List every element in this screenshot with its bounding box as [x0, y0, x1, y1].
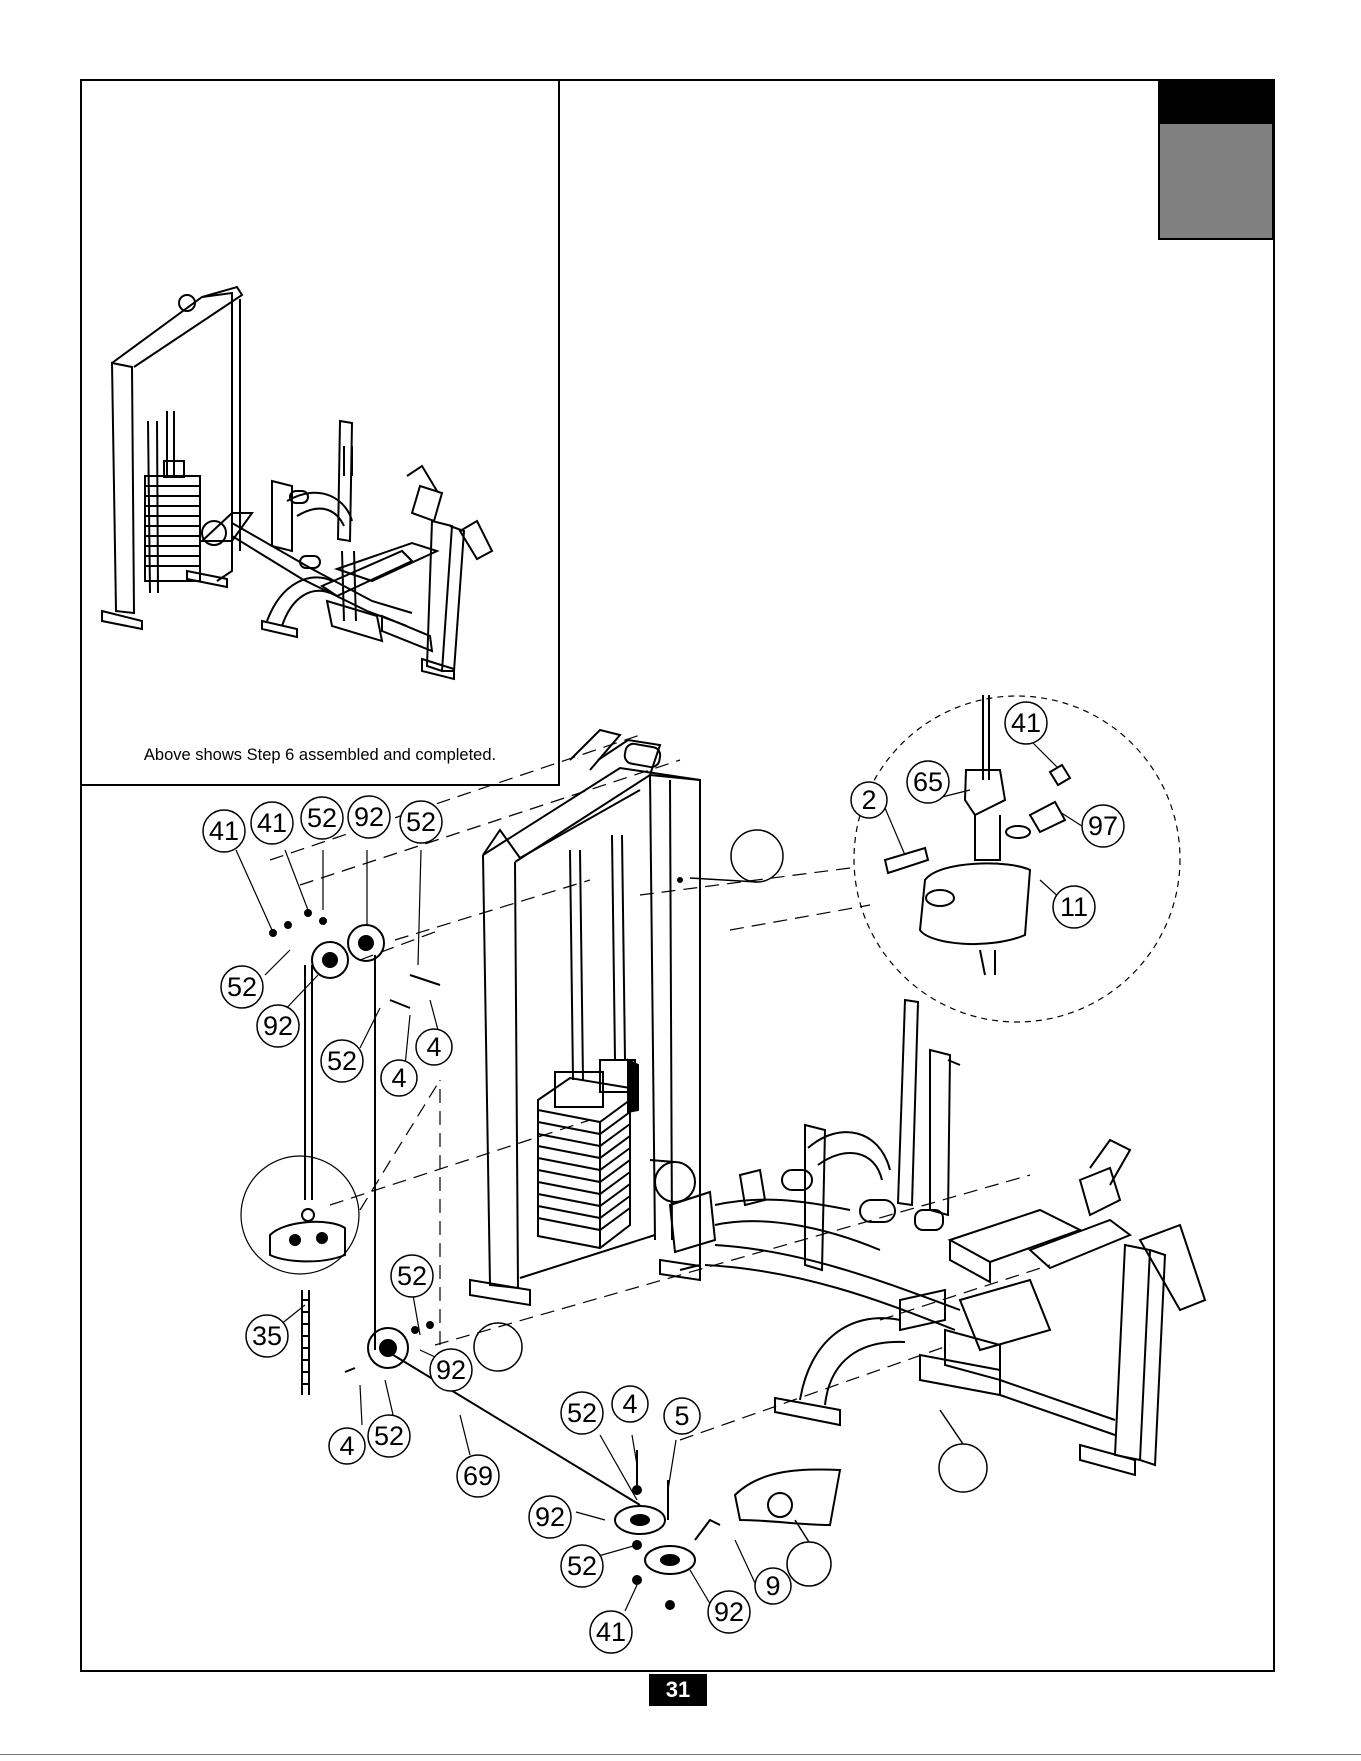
detail-circle-large	[854, 696, 1180, 1022]
callout-label: 52	[374, 1421, 404, 1451]
callout-52: 52	[561, 1392, 603, 1434]
callout-label: 92	[714, 1597, 744, 1627]
callout-92: 92	[430, 1349, 472, 1391]
callout-label: 92	[354, 802, 384, 832]
callout-97: 97	[1082, 805, 1124, 847]
lever-assembly	[650, 1000, 1205, 1475]
callout-label: 4	[339, 1431, 354, 1461]
pulley-group-lower-left	[345, 1322, 433, 1372]
callout-label: 97	[1088, 811, 1118, 841]
callout-4: 4	[381, 1060, 417, 1096]
callout-label: 41	[596, 1617, 626, 1647]
callout-52: 52	[301, 797, 343, 839]
callout-label: 65	[913, 767, 943, 797]
bottom-rule	[0, 1754, 1361, 1755]
callout-52: 52	[400, 801, 442, 843]
callout-41: 41	[590, 1611, 632, 1653]
callout-65: 65	[907, 761, 949, 803]
callout-4: 4	[329, 1428, 365, 1464]
callout-11: 11	[1053, 886, 1095, 928]
weight-stack	[538, 1060, 638, 1248]
callout-label: 52	[397, 1261, 427, 1291]
callout-label: 5	[674, 1401, 689, 1431]
callout-41: 41	[203, 810, 245, 852]
page-number: 31	[649, 1674, 707, 1706]
callout-label: 41	[1011, 708, 1041, 738]
callout-label: 52	[567, 1551, 597, 1581]
blank-circle-bottom	[787, 1542, 831, 1586]
callout-52: 52	[321, 1040, 363, 1082]
callout-label: 52	[567, 1398, 597, 1428]
callout-label: 41	[209, 816, 239, 846]
callout-92: 92	[348, 796, 390, 838]
callout-4: 4	[612, 1386, 648, 1422]
callout-52: 52	[368, 1415, 410, 1457]
callout-leaders	[236, 740, 1085, 1611]
callout-52: 52	[391, 1255, 433, 1297]
callout-label: 52	[227, 972, 257, 1002]
callout-41: 41	[251, 802, 293, 844]
callout-4: 4	[416, 1029, 452, 1065]
callout-label: 52	[406, 807, 436, 837]
callout-label: 92	[436, 1355, 466, 1385]
callout-9: 9	[755, 1568, 791, 1604]
detail-small-contents	[270, 1160, 345, 1261]
callout-2: 2	[851, 782, 887, 818]
callout-52: 52	[561, 1545, 603, 1587]
detail-circles	[241, 696, 1180, 1274]
blank-circle-middle	[474, 1323, 522, 1371]
callout-label: 11	[1060, 892, 1088, 922]
callout-69: 69	[457, 1455, 499, 1497]
callout-label: 4	[391, 1063, 406, 1093]
callout-label: 52	[327, 1046, 357, 1076]
callout-group: 41 41 52 92 52 52 92 52 4 4 52 35 92 4 5…	[203, 702, 1124, 1653]
callout-35: 35	[246, 1315, 288, 1357]
callout-label: 4	[622, 1389, 637, 1419]
callout-41: 41	[1005, 702, 1047, 744]
callout-label: 2	[861, 785, 876, 815]
blank-circle-lower-right	[939, 1444, 987, 1492]
callout-label: 9	[765, 1571, 780, 1601]
callout-label: 69	[463, 1461, 493, 1491]
pulley-group-upper	[270, 910, 440, 1008]
callout-label: 4	[426, 1032, 441, 1062]
callout-5: 5	[664, 1398, 700, 1434]
callout-label: 41	[257, 808, 287, 838]
selector-rod	[302, 1290, 309, 1395]
tower-frame	[470, 730, 700, 1305]
callout-92: 92	[708, 1591, 750, 1633]
callout-label: 92	[535, 1502, 565, 1532]
callout-label: 92	[263, 1011, 293, 1041]
callout-92: 92	[257, 1005, 299, 1047]
blank-circle-upper	[731, 830, 783, 882]
callout-label: 52	[307, 803, 337, 833]
callout-label: 35	[252, 1321, 282, 1351]
callout-92: 92	[529, 1496, 571, 1538]
callout-52: 52	[221, 966, 263, 1008]
